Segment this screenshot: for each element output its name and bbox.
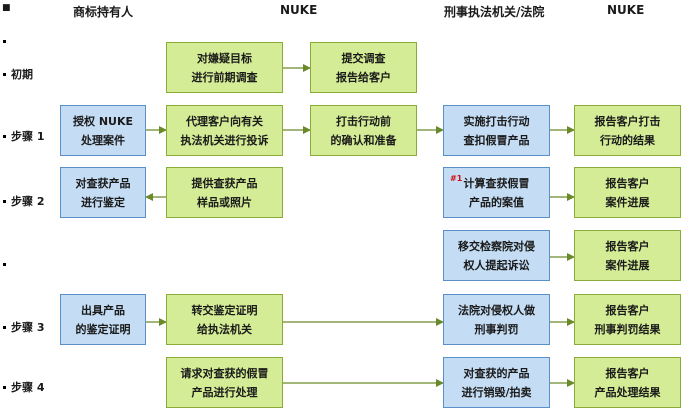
bullet-icon xyxy=(3,326,6,329)
box-s1-raid: 实施打击行动 查扣假冒产品 xyxy=(443,105,550,156)
box-s1-report: 报告客户打击 行动的结果 xyxy=(574,105,681,156)
box-s1-confirm: 打击行动前 的确认和准备 xyxy=(310,105,417,156)
bullet-icon xyxy=(3,73,6,76)
box-s4-report: 报告客户 产品处理结果 xyxy=(574,357,681,408)
bullet-icon xyxy=(3,135,6,138)
box-s2-samples: 提供查获产品 样品或照片 xyxy=(166,167,283,218)
header-nuke-right: NUKE xyxy=(607,3,645,17)
row-label-step2: 步骤 2 xyxy=(11,195,45,208)
box-s2b-report: 报告客户 案件进展 xyxy=(574,230,681,281)
box-s2-case-value-text: 计算查获假冒 产品的案值 xyxy=(463,176,530,209)
box-s1-authorize: 授权 NUKE 处理案件 xyxy=(60,105,146,156)
box-s2-case-value: #1 计算查获假冒 产品的案值 xyxy=(443,167,550,218)
box-s1-complaint: 代理客户向有关 执法机关进行投诉 xyxy=(166,105,283,156)
header-bullet: ■ xyxy=(2,3,11,13)
box-initial-investigation: 对嫌疑目标 进行前期调查 xyxy=(166,42,283,93)
box-s4-request: 请求对查获的假冒 产品进行处理 xyxy=(166,357,283,408)
box-s4-destroy: 对查获的产品 进行销毁/拍卖 xyxy=(443,357,550,408)
box-s3-report: 报告客户 刑事判罚结果 xyxy=(574,294,681,345)
box-s2-appraise: 对查获产品 进行鉴定 xyxy=(60,167,146,218)
row-label-step4: 步骤 4 xyxy=(11,381,45,394)
bullet-icon xyxy=(3,40,6,43)
header-trademark-owner: 商标持有人 xyxy=(73,5,134,19)
box-s2-report: 报告客户 案件进展 xyxy=(574,167,681,218)
footnote-marker: #1 xyxy=(450,174,463,183)
box-initial-report: 提交调查 报告给客户 xyxy=(310,42,417,93)
row-label-step3: 步骤 3 xyxy=(11,321,45,334)
bullet-icon xyxy=(3,200,6,203)
box-s3-sentence: 法院对侵权人做 刑事判罚 xyxy=(443,294,550,345)
box-s3-forward: 转交鉴定证明 给执法机关 xyxy=(166,294,283,345)
box-s2b-prosecute: 移交检察院对侵 权人提起诉讼 xyxy=(443,230,550,281)
header-law-enforcement: 刑事执法机关/法院 xyxy=(444,5,545,19)
bullet-icon xyxy=(3,386,6,389)
bullet-icon xyxy=(3,263,6,266)
row-label-step1: 步骤 1 xyxy=(11,130,45,143)
box-s3-certificate: 出具产品 的鉴定证明 xyxy=(60,294,146,345)
header-nuke-left: NUKE xyxy=(280,3,318,17)
row-label-initial: 初期 xyxy=(11,68,33,81)
